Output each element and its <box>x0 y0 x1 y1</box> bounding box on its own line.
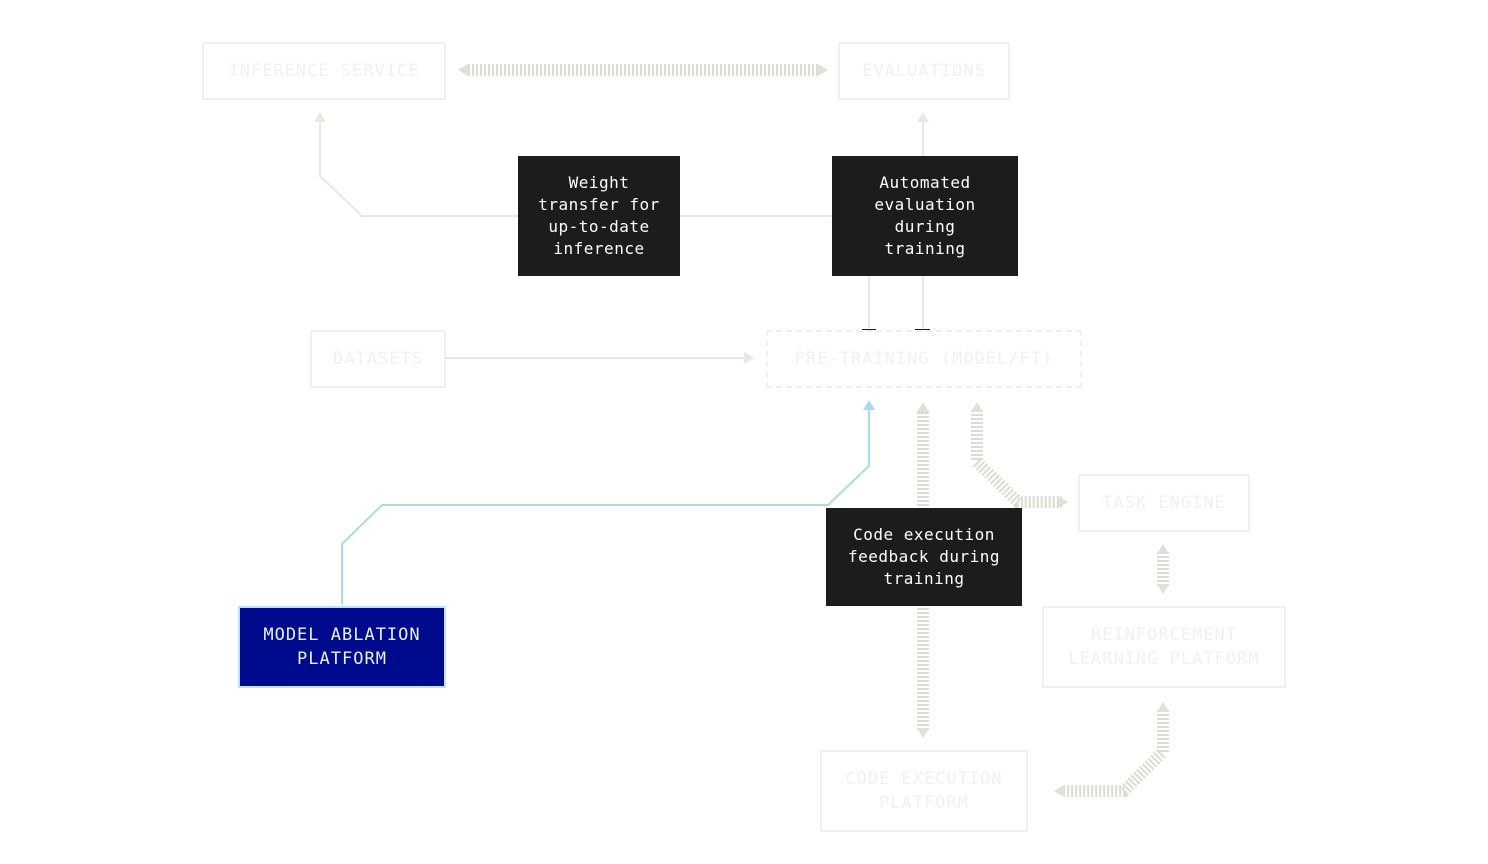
node-evaluations[interactable]: EVALUATIONS <box>838 42 1010 100</box>
datasets-pretraining-connector <box>446 352 754 364</box>
callout-automated-evaluation: Automated evaluation during training <box>832 156 1018 276</box>
pretraining-task-engine-connector <box>971 402 1068 508</box>
callout-code-execution-feedback: Code execution feedback during training <box>826 508 1022 606</box>
node-reinforcement-learning-platform[interactable]: REINFORCEMENT LEARNING PLATFORM <box>1042 606 1286 688</box>
ablation-pretraining-connector <box>341 400 875 604</box>
task-engine-rl-connector <box>1157 544 1169 594</box>
inference-evaluations-connector <box>458 64 828 76</box>
node-code-execution-platform[interactable]: CODE EXECUTION PLATFORM <box>820 750 1028 832</box>
arrowhead-left <box>458 64 468 76</box>
callout-weight-transfer: Weight transfer for up-to-date inference <box>518 156 680 276</box>
node-inference-service[interactable]: INFERENCE SERVICE <box>202 42 446 100</box>
rl-code-execution-connector <box>1054 702 1169 797</box>
node-pre-training[interactable]: PRE-TRAINING (MODEL/FT) <box>766 330 1082 388</box>
node-datasets[interactable]: DATASETS <box>310 330 446 388</box>
arrowhead-right <box>818 64 828 76</box>
node-task-engine[interactable]: TASK ENGINE <box>1078 474 1250 532</box>
node-model-ablation-platform[interactable]: MODEL ABLATION PLATFORM <box>238 606 446 688</box>
